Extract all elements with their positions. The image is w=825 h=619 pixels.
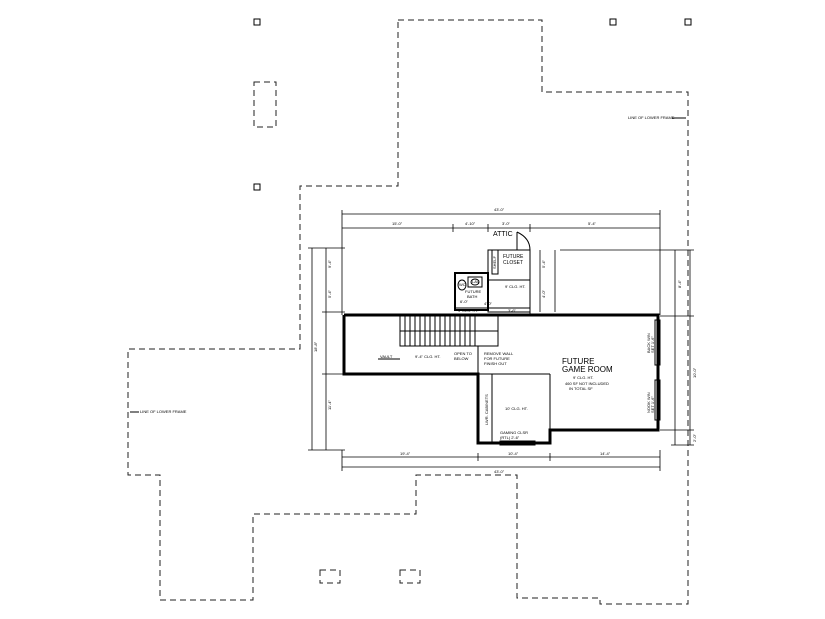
lower-cabinets-label: LWR. CABINETS [484, 394, 489, 425]
dashed-opening [319, 569, 341, 584]
future-closet-label: FUTURE [503, 254, 524, 260]
dim-text: 10'-0" [692, 367, 697, 378]
dim-text: 15'-0" [392, 221, 403, 226]
future-closet-label: CLOSET [503, 260, 523, 266]
window [654, 379, 661, 421]
dim-text: 43'-0" [494, 469, 505, 474]
lower-clg-label: 10' CLG. HT. [505, 406, 528, 411]
attic-label: ATTIC [493, 231, 513, 238]
column-marker [253, 183, 261, 191]
window-note: GAMING CLSR [500, 430, 528, 435]
dashed-opening [253, 81, 277, 128]
clg-small: 9' CLG. HT. [505, 284, 526, 289]
vault-label: VAULT [380, 354, 393, 359]
window-label: NOOK WIN [646, 392, 651, 413]
dim-text: 2'-0" [692, 433, 697, 442]
dim-text: 5'-4" [588, 221, 597, 226]
sqft-note: 460 SF NOT INCLUDED [565, 381, 609, 386]
game-room-title: GAME ROOM [562, 365, 613, 374]
sqft-note: IN TOTAL SF [569, 386, 593, 391]
lav-icon [470, 278, 480, 286]
attic-door-swing [516, 231, 531, 251]
dim-text: 4'-10" [465, 221, 476, 226]
future-bath-label: BATH [467, 294, 477, 299]
column-marker [684, 18, 692, 26]
window-label: SET 1'-6" [650, 336, 655, 353]
window [654, 319, 661, 366]
open-to-below-label: BELOW [454, 356, 469, 361]
lav-sink [467, 276, 483, 288]
game-room-walls [342, 313, 660, 445]
window-note: (RTL) 2'-6" [500, 435, 520, 440]
dim-text: 14'-4" [600, 451, 611, 456]
bath-dim: 4'-0" [484, 301, 493, 306]
remove-wall-label: REMOVE WALL [484, 351, 514, 356]
dim-text: 11'-4" [327, 400, 332, 410]
dim-text: 9'-4" [327, 259, 332, 268]
ceiling-note: 9' CLG. HT. [573, 375, 594, 380]
dim-text: 19'-4" [400, 451, 411, 456]
remove-wall-label: FOR FUTURE [484, 356, 510, 361]
line-of-lower-frame-label: LINE OF LOWER FRAME [628, 115, 675, 120]
dim-text: 43'-0" [494, 207, 505, 212]
wc-icon [457, 279, 467, 291]
shelf-label: SHELF [492, 256, 497, 269]
dim-text: 18'-8" [313, 341, 318, 352]
game-room-title: FUTURE [562, 357, 594, 366]
dim-text: 3'-0" [502, 221, 511, 226]
column-marker [609, 18, 617, 26]
wc-label: WC [459, 282, 466, 287]
dim-text: 8'-4" [677, 279, 682, 288]
dim-text: 5'-4" [541, 259, 546, 268]
stairs [399, 315, 499, 347]
line-of-lower-frame-label: LINE OF LOWER FRAME [140, 409, 187, 414]
dim-text: 10'-4" [508, 451, 519, 456]
shelf-rect [491, 249, 499, 275]
future-bath-label: FUTURE [465, 289, 482, 294]
window-label: BACK WIN [646, 333, 651, 353]
window-label: SET 1'-6" [650, 396, 655, 413]
clg-small: 9' CLG. HT. [458, 308, 479, 313]
bath-dim: 3'-6" [508, 308, 517, 313]
dim-text: 5'-4" [327, 289, 332, 298]
remove-wall-label: FINISH OUT [484, 361, 507, 366]
dashed-opening [399, 569, 421, 584]
clg-ht-label: 9'-4" CLG. HT. [415, 354, 441, 359]
column-marker [253, 18, 261, 26]
dim-text: 4'-0" [541, 289, 546, 298]
window [499, 440, 536, 446]
future-bath [454, 272, 489, 311]
bath-dim: 6'-0" [460, 299, 469, 304]
lav-label: LAV [472, 279, 480, 284]
lower-frame-outline [127, 19, 689, 605]
open-to-below-label: OPEN TO [454, 351, 472, 356]
